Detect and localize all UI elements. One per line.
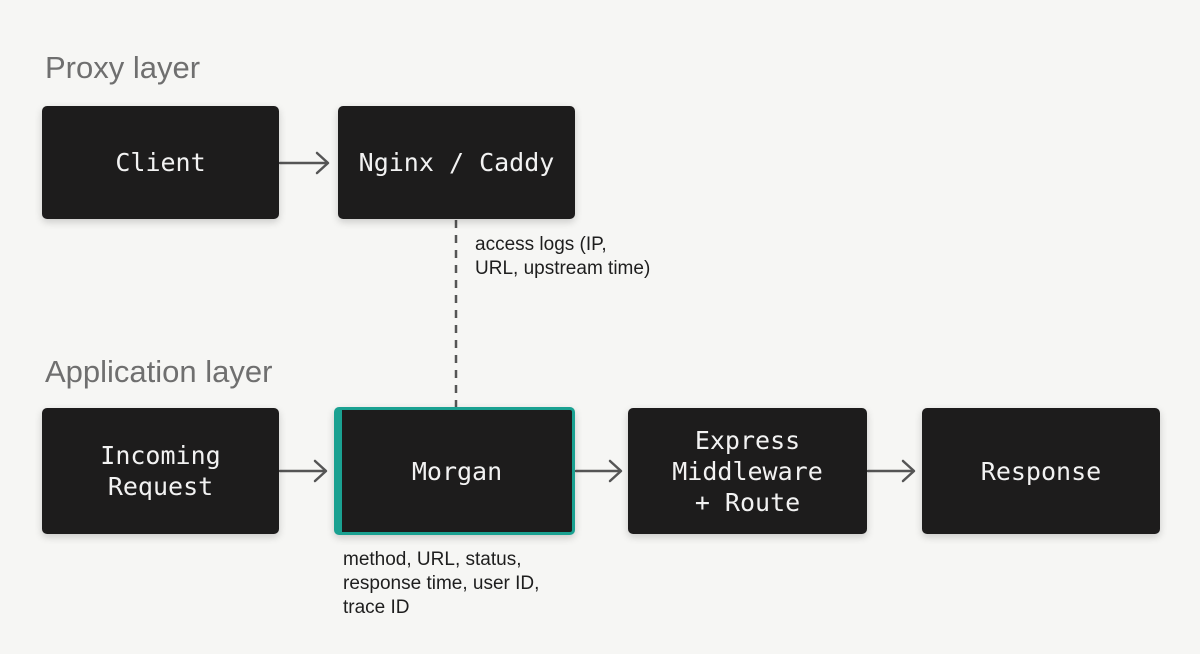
arrowhead-client-to-proxy — [315, 151, 330, 175]
client-node: Client — [42, 106, 279, 219]
proxy-log-annotation: access logs (IP, URL, upstream time) — [475, 234, 651, 279]
express-label: Express Middleware + Route — [672, 425, 823, 517]
express-node: Express Middleware + Route — [628, 408, 867, 534]
arrowhead-morgan-to-express — [608, 459, 623, 483]
response-node: Response — [922, 408, 1160, 534]
response-label: Response — [980, 456, 1102, 486]
morgan-label: Morgan — [411, 456, 503, 486]
proxy-layer-title: Proxy layer — [45, 50, 201, 85]
morgan-node: Morgan — [334, 407, 575, 535]
incoming-request-label: Incoming Request — [100, 441, 221, 501]
proxy-label: Nginx / Caddy — [358, 148, 555, 177]
incoming-request-node: Incoming Request — [42, 408, 279, 534]
arrowhead-express-to-response — [901, 459, 916, 483]
client-label: Client — [115, 148, 206, 177]
morgan-log-annotation: method, URL, status, response time, user… — [343, 549, 540, 618]
application-layer-title: Application layer — [45, 354, 273, 389]
arrowhead-incoming-to-morgan — [313, 459, 328, 483]
proxy-node: Nginx / Caddy — [338, 106, 575, 219]
